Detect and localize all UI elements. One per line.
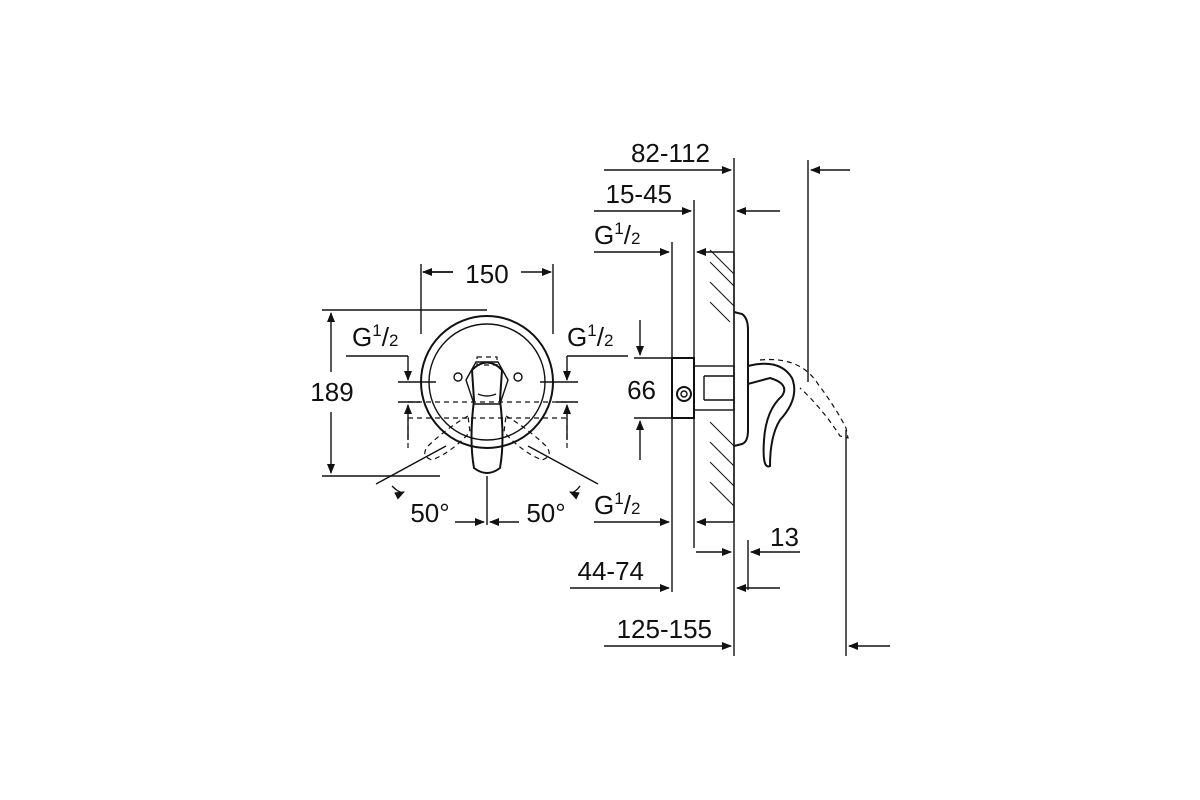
- angle-right-label: 50°: [526, 498, 565, 528]
- angle-left-label: 50°: [410, 498, 449, 528]
- dim-125-155: 125-155: [617, 614, 712, 644]
- dim-44-74: 44-74: [578, 556, 645, 586]
- front-view: 150 189 G1/2 G1/2 50°: [310, 259, 628, 528]
- escutcheon-outer: [420, 315, 554, 449]
- escutcheon-inner: [428, 323, 546, 441]
- height-label: 189: [310, 377, 353, 407]
- dim-15-45: 15-45: [606, 179, 673, 209]
- cartridge-hidden: [476, 356, 498, 366]
- thread-top-label: G1/2: [594, 219, 640, 250]
- thread-bottom-label: G1/2: [594, 489, 640, 520]
- cartridge-housing: [693, 365, 735, 411]
- lever-side: [747, 362, 796, 468]
- wall-hatch: [709, 249, 735, 522]
- inlet-port: [676, 386, 692, 402]
- inlet-left-label: G1/2: [352, 321, 398, 352]
- dim-66: 66: [627, 375, 656, 405]
- dim-13: 13: [770, 522, 799, 552]
- lever-handle: [470, 361, 504, 474]
- side-view: 82-112 15-45 G1/2 66 G1/2 13 44-74: [570, 138, 890, 656]
- screw-left: [453, 372, 463, 382]
- width-label: 150: [465, 259, 508, 289]
- screw-right: [513, 372, 523, 382]
- dim-82-112: 82-112: [631, 138, 710, 168]
- inlet-right-label: G1/2: [567, 321, 613, 352]
- lever-raised: [759, 358, 849, 439]
- lever-base: [465, 361, 509, 405]
- escutcheon-side: [733, 311, 749, 447]
